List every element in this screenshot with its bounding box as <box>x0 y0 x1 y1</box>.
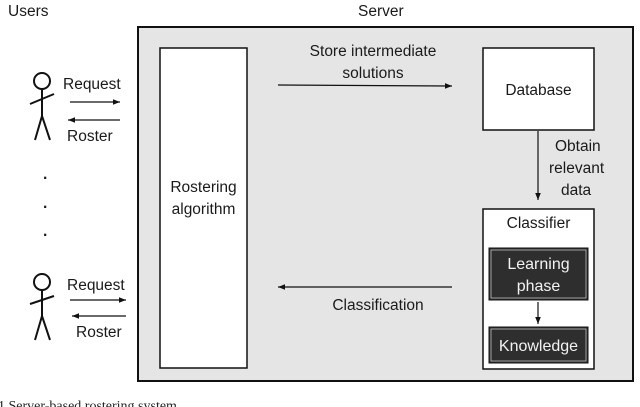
ellipsis-dot-3: · <box>43 227 48 244</box>
rostering-label-line2: algorithm <box>172 201 236 218</box>
ellipsis-dot-1: · <box>43 170 48 187</box>
user-figure-2 <box>29 273 55 341</box>
users-header: Users <box>8 3 49 20</box>
knowledge-box <box>488 326 589 364</box>
user-figure-1 <box>29 72 55 141</box>
roster-label-1: Roster <box>67 128 113 145</box>
figure-caption: 1 Server-based rostering system <box>0 399 177 407</box>
rostering-box <box>159 47 248 369</box>
knowledge-label: Knowledge <box>499 338 578 355</box>
request-label-1: Request <box>63 76 121 93</box>
database-box <box>482 47 595 131</box>
learning-label-line2: phase <box>517 278 561 295</box>
classifier-label: Classifier <box>507 215 571 232</box>
ellipsis-dot-2: · <box>43 199 48 216</box>
rostering-label-line1: Rostering <box>170 179 236 196</box>
learning-label-line1: Learning <box>507 256 569 273</box>
roster-label-2: Roster <box>76 324 122 341</box>
obtain-label-line2: relevant <box>549 160 605 177</box>
store-label-line1: Store intermediate <box>310 43 437 60</box>
store-arrow <box>277 83 453 89</box>
database-label: Database <box>505 82 571 99</box>
request-label-2: Request <box>67 277 125 294</box>
classification-label: Classification <box>332 297 423 314</box>
learning-phase-box <box>488 247 589 301</box>
server-header: Server <box>358 3 404 20</box>
store-label-line2: solutions <box>342 65 403 82</box>
obtain-label-line3: data <box>561 182 592 199</box>
obtain-label-line1: Obtain <box>555 138 601 155</box>
